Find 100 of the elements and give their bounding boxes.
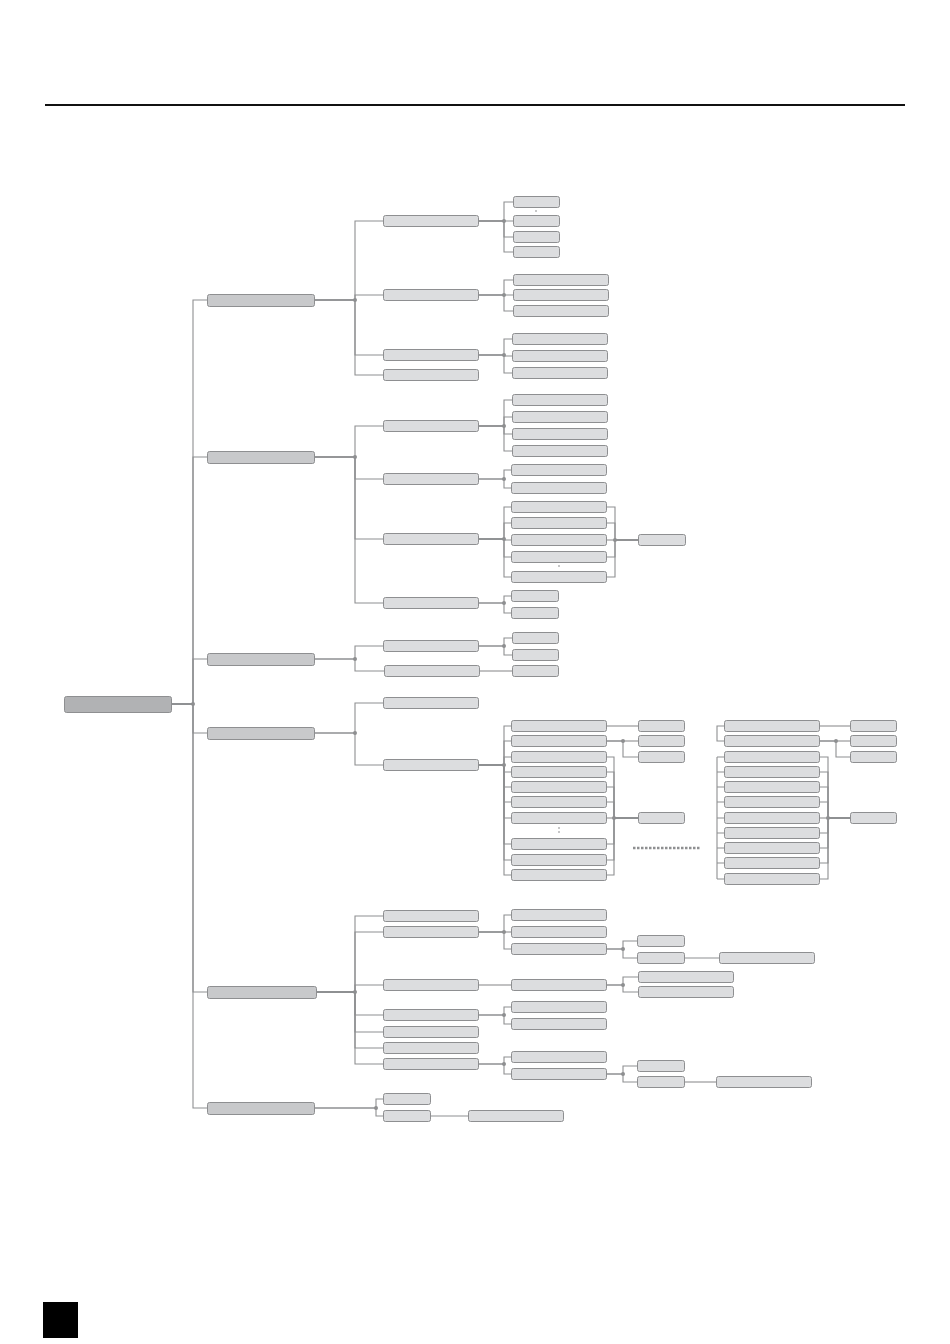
connector-line [684, 1081, 717, 1083]
menu-box [513, 215, 560, 227]
menu-box [383, 697, 479, 709]
menu-box [638, 971, 734, 983]
menu-box [511, 517, 607, 529]
menu-box [513, 274, 609, 286]
menu-box [383, 349, 479, 361]
menu-box [383, 473, 479, 485]
connector-line [478, 645, 513, 656]
connector-line [606, 539, 639, 578]
menu-box [511, 1051, 607, 1063]
menu-box [383, 1009, 479, 1021]
menu-box [511, 838, 607, 850]
menu-box [719, 952, 815, 964]
menu-box [511, 943, 607, 955]
menu-box [724, 751, 820, 763]
menu-box [383, 1058, 479, 1070]
menu-box [383, 1093, 431, 1105]
menu-box [511, 534, 607, 546]
menu-box [637, 1060, 685, 1072]
menu-box [207, 293, 315, 307]
connector-line [314, 658, 385, 672]
menu-box [638, 812, 685, 824]
menu-box [511, 751, 607, 763]
connector-line [606, 740, 639, 758]
menu-box [724, 873, 820, 885]
connector-line [606, 948, 638, 959]
menu-box [850, 735, 897, 747]
menu-box [511, 781, 607, 793]
connector-line [819, 725, 851, 727]
menu-box [724, 735, 820, 747]
menu-box [383, 597, 479, 609]
menu-box [64, 695, 172, 713]
connector-line [606, 725, 639, 727]
connector-line [606, 1073, 638, 1083]
menu-box [383, 215, 479, 227]
menu-box [512, 445, 608, 457]
menu-box [511, 571, 607, 583]
menu-box [512, 632, 559, 644]
menu-box [724, 720, 820, 732]
menu-box [511, 1001, 607, 1013]
menu-box [207, 450, 315, 464]
menu-box [724, 781, 820, 793]
connector-line [478, 294, 514, 312]
menu-box [383, 910, 479, 922]
menu-box [511, 812, 607, 824]
connector-line [819, 740, 851, 758]
menu-box [637, 935, 685, 947]
menu-box [511, 590, 559, 602]
connector-line [684, 957, 720, 959]
menu-box [511, 979, 607, 991]
connector-line [478, 478, 512, 489]
connector-line [478, 984, 512, 986]
connector-line [606, 984, 639, 993]
connector-line [478, 602, 512, 614]
menu-box [511, 854, 607, 866]
connector-line [479, 670, 513, 672]
connector-line [606, 817, 639, 876]
menu-box [513, 289, 609, 301]
connector-line [316, 991, 384, 1065]
menu-box [511, 1068, 607, 1080]
menu-box [511, 607, 559, 619]
menu-box [511, 909, 607, 921]
menu-box [638, 735, 685, 747]
menu-box [512, 428, 608, 440]
menu-box [512, 411, 608, 423]
menu-box [384, 665, 480, 677]
menu-box [512, 649, 559, 661]
menu-box [513, 231, 560, 243]
menu-box [724, 812, 820, 824]
menu-box [383, 420, 479, 432]
menu-box [207, 652, 315, 666]
menu-box [383, 1042, 479, 1054]
connector-line [430, 1115, 469, 1117]
menu-box [511, 796, 607, 808]
menu-box [383, 289, 479, 301]
menu-box [724, 796, 820, 808]
menu-box [637, 952, 685, 964]
connector-line [314, 1107, 384, 1117]
menu-box [383, 533, 479, 545]
menu-box [513, 305, 609, 317]
connector-line [819, 817, 851, 880]
menu-box [512, 333, 608, 345]
menu-box [511, 482, 607, 494]
menu-box [637, 1076, 685, 1088]
menu-box [511, 869, 607, 881]
connector-line [314, 299, 384, 376]
menu-box [513, 196, 560, 208]
menu-box [724, 766, 820, 778]
connector-line [478, 931, 512, 950]
menu-box [512, 367, 608, 379]
connector-line [478, 354, 513, 374]
menu-box [850, 812, 897, 824]
menu-box [850, 720, 897, 732]
menu-box [511, 551, 607, 563]
menu-box [716, 1076, 812, 1088]
menu-box [383, 640, 479, 652]
menu-box [512, 350, 608, 362]
menu-box [511, 464, 607, 476]
menu-box [724, 827, 820, 839]
